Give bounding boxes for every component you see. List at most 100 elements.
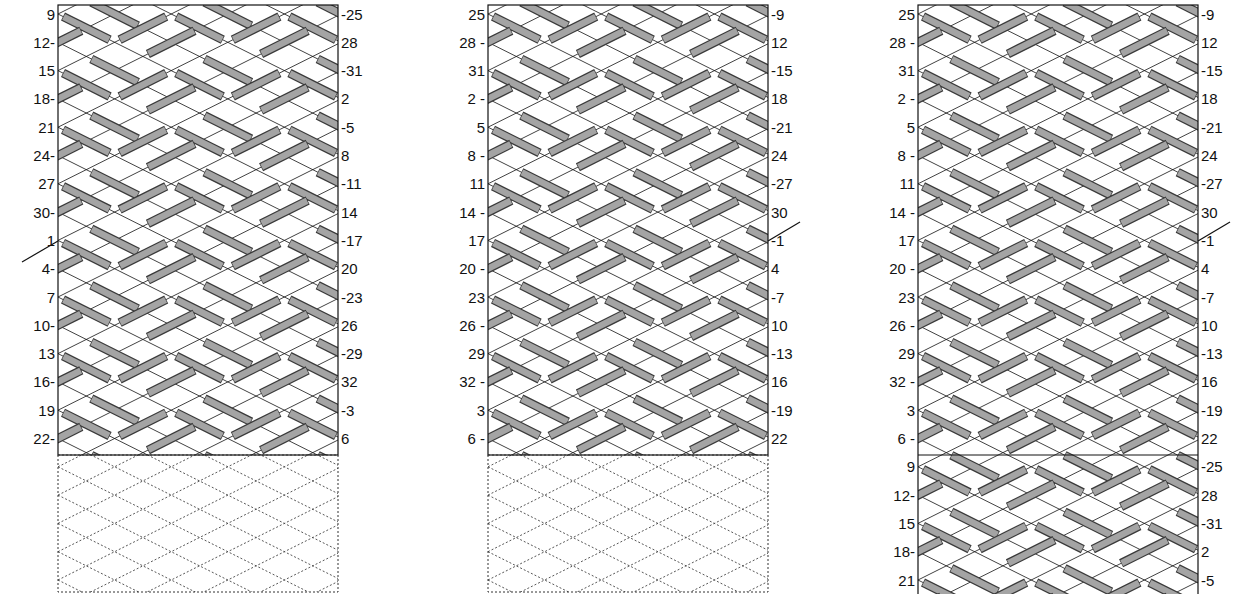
strand [522,116,567,139]
strand-edge [120,186,167,209]
strand [663,243,708,266]
strand-edge [488,370,511,393]
strand-edge [578,427,625,450]
strand [918,144,941,167]
lattice-line [918,355,1198,495]
lattice-line [918,439,1198,579]
lattice-line [58,5,338,127]
lattice-line [58,269,338,409]
strand [149,427,194,450]
strand-number: -27 [1201,175,1223,192]
strand [318,5,338,25]
strand [952,229,997,252]
strand-edge [1093,583,1140,594]
strand-edge [1093,300,1140,323]
strand-number: -5 [1201,572,1214,589]
strand [120,187,165,210]
woven-panel [918,5,1198,594]
strand [262,427,307,450]
strand-edge [148,427,195,450]
strand-edge [951,512,998,535]
strand [318,229,338,252]
strand [748,116,768,139]
strand-edge [1008,200,1055,223]
strand [1093,130,1138,153]
strand-edge [550,130,597,153]
lattice-line [58,242,338,382]
lattice-line [918,325,1198,465]
strand [748,399,768,422]
lattice-line [918,354,1198,494]
strand-edge [233,130,280,153]
strand [550,17,595,40]
strand-number: 32 - [459,373,485,390]
strand [318,116,338,139]
strand-edge [318,285,338,308]
strand [918,88,941,111]
lattice-line [58,525,338,592]
lattice-line [918,299,1198,439]
strand [1037,583,1082,594]
lattice-line [918,214,1198,354]
strand-number: 25 [468,6,485,23]
strand [1178,399,1198,422]
strand [980,470,1025,493]
strand-number: 24 [771,147,788,164]
strand-edge [521,116,568,139]
strand [924,583,969,594]
strand-number: 5 [907,119,915,136]
strand-edge [120,413,167,436]
strand-edge [58,87,81,110]
strand [1122,201,1167,224]
strand [952,5,997,25]
strand-edge [1093,17,1140,40]
strand [918,201,941,224]
strand-edge [233,186,280,209]
strand [92,116,137,139]
strand-edge [233,356,280,379]
strand-edge [1178,455,1198,478]
lattice-line [918,5,1198,127]
woven-panel [58,5,338,455]
strand-edge [205,285,252,308]
strand-edge [918,87,941,110]
lattice-line [918,297,1198,437]
strand [205,286,250,309]
strand [58,427,81,450]
lattice-line [488,410,768,455]
strand [92,59,137,82]
strand [918,314,941,337]
strand [748,172,768,195]
strand [635,342,680,365]
strand-number: 29 [468,345,485,362]
strand-edge [318,5,338,26]
lattice-line [918,327,1198,467]
lattice-line [58,455,338,467]
strand-edge [58,257,81,280]
lattice-line [58,72,338,212]
strand [205,172,250,195]
strand [488,31,511,54]
strand [748,229,768,252]
strand [1093,187,1138,210]
strand-edge [918,144,941,167]
lattice-line [488,455,768,465]
strand-edge [635,285,682,308]
strand-edge [1065,116,1112,139]
strand [488,427,511,450]
strand [1065,512,1110,535]
strand-edge [918,427,941,450]
strand-edge [148,370,195,393]
strand-number: 22 [771,430,788,447]
lattice-line [488,455,768,467]
lattice-line [918,270,1198,410]
strand-number: 31 [468,62,485,79]
strand-edge [1093,73,1140,96]
strand-edge [1178,399,1198,422]
strand [522,229,567,252]
lattice-line [488,184,768,324]
lattice-line [58,240,338,380]
strand-edge [1065,455,1112,478]
strand-edge [691,200,738,223]
lattice-line [488,297,768,437]
